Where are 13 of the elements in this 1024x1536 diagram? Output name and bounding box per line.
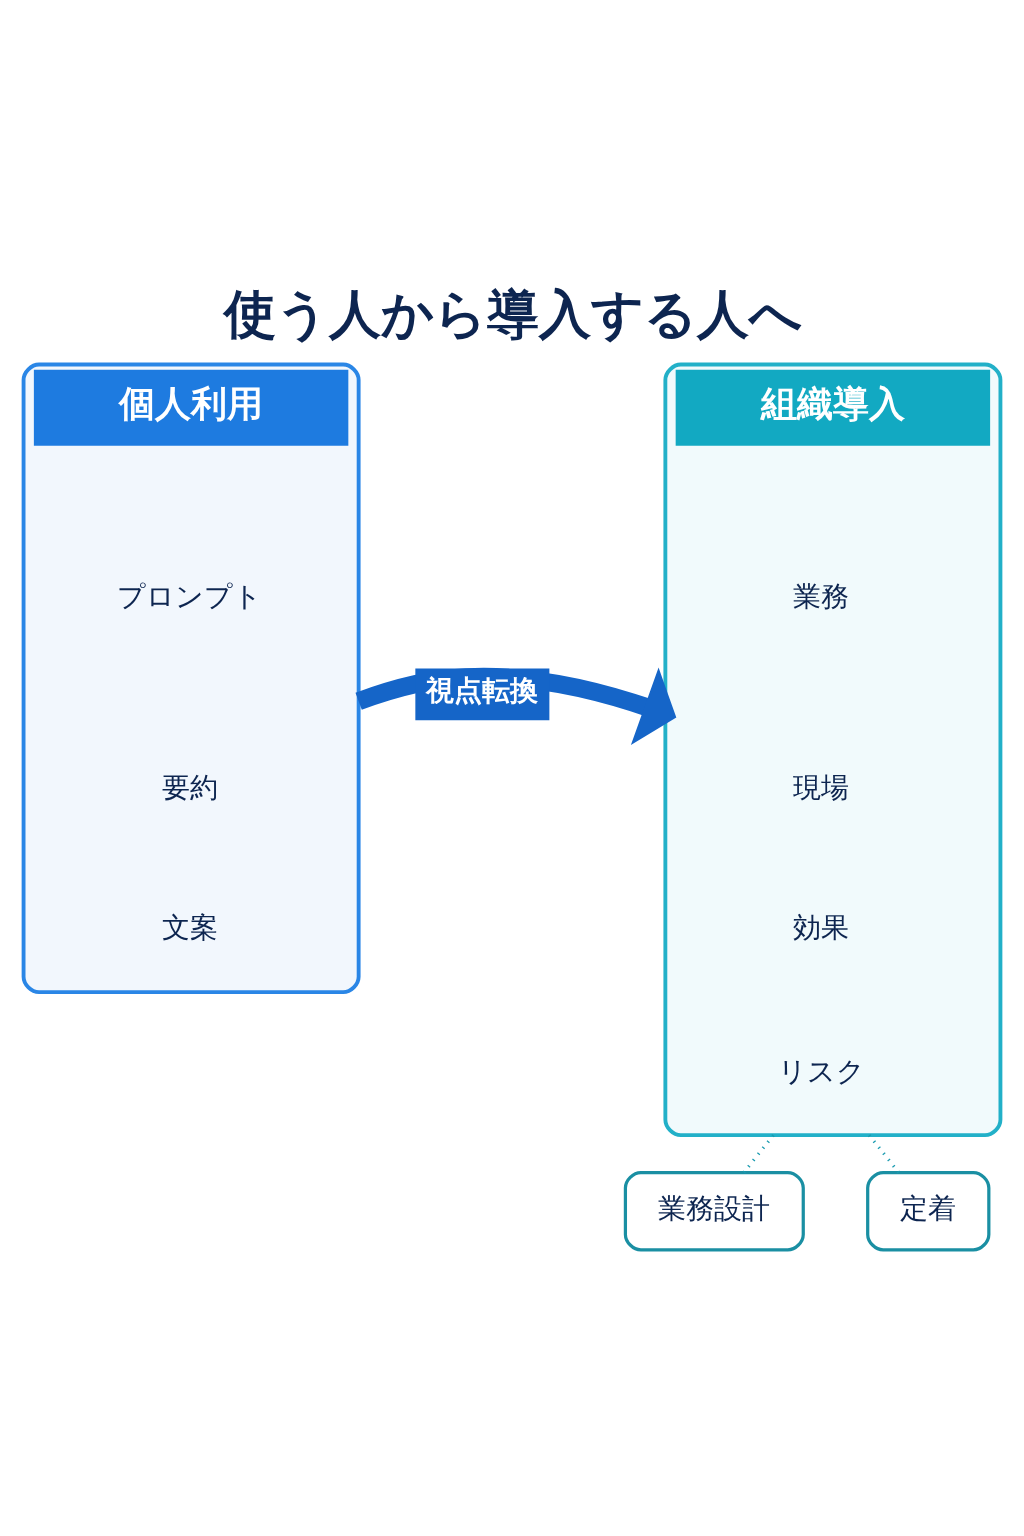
node-text: 効果: [793, 910, 850, 944]
connector: [867, 1133, 900, 1173]
node-text: 要約: [161, 770, 218, 804]
diagram-title: 使う人から導入する人へ: [223, 283, 802, 344]
node-box: 業務設計: [623, 1170, 805, 1251]
node-text: 現場: [793, 770, 850, 804]
connector: [742, 1133, 775, 1173]
node-text: リスク: [777, 1054, 865, 1087]
node-text: 文案: [161, 910, 218, 944]
node-text: プロンプト: [117, 579, 263, 613]
node-text: 業務: [793, 579, 850, 613]
node-box: 定着: [866, 1170, 991, 1251]
edge-label: 視点転換: [425, 673, 538, 707]
